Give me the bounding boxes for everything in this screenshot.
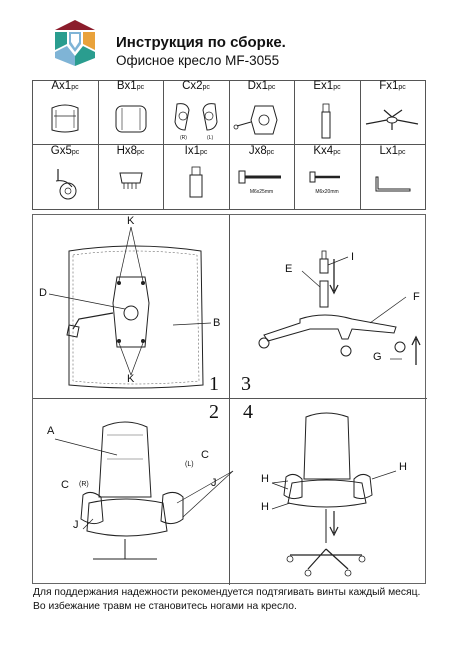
step1-callout-k-bottom: K xyxy=(127,373,135,385)
part-label-h: Hx8pc xyxy=(116,145,145,157)
part-cell-e: Ex1pc xyxy=(294,80,360,144)
part-label-j: Jx8pc xyxy=(248,145,275,157)
part-cell-b: Bx1pc xyxy=(98,80,163,144)
part-cell-d: Dx1pc xyxy=(229,80,294,144)
part-label-g: Gx5pc xyxy=(50,145,80,157)
seat-icon xyxy=(115,105,147,133)
armrest-left-label: (L) xyxy=(207,135,214,141)
step3-callout-f: F xyxy=(413,291,420,303)
armrest-right-label: (R) xyxy=(180,135,187,141)
part-cell-j: Jx8pc M6x25mm xyxy=(229,145,294,209)
gas-cover-icon xyxy=(189,166,203,198)
step3-number: 3 xyxy=(241,373,251,395)
step3-diagram xyxy=(258,250,421,365)
step3-callout-g: G xyxy=(373,351,382,363)
caster-icon xyxy=(55,169,77,200)
step1-callout-k-top: K xyxy=(127,215,135,227)
part-label-c: Cx2pc xyxy=(182,80,210,92)
mechanism-icon xyxy=(233,105,278,135)
step4-number: 4 xyxy=(243,401,253,423)
part-label-i: Ix1pc xyxy=(184,145,208,157)
note-line-1: Для поддержания надежности рекомендуется… xyxy=(33,587,421,598)
step1-number: 1 xyxy=(209,373,219,395)
part-label-e: Ex1pc xyxy=(313,80,341,92)
cap-icon xyxy=(119,172,143,189)
assembly-steps: K D B K 1 E I F G 3 A C (R) (L) xyxy=(32,214,427,585)
part-cell-h: Hx8pc xyxy=(98,145,163,209)
step2-callout-j-left: J xyxy=(73,519,79,531)
gas-lift-icon xyxy=(321,103,331,139)
step3-callout-e: E xyxy=(285,263,293,275)
step2-callout-j-right: J xyxy=(211,477,217,489)
step3-callout-i: I xyxy=(351,251,355,263)
part-cell-f: Fx1pc xyxy=(360,80,425,144)
part-cell-l: Lx1pc xyxy=(360,145,425,209)
armrests-icon xyxy=(174,103,218,131)
brand-logo xyxy=(55,20,95,66)
hex-key-icon xyxy=(375,176,411,192)
step2-diagram xyxy=(54,421,234,560)
part-label-d: Dx1pc xyxy=(247,80,276,92)
step2-callout-c-right: C xyxy=(61,479,69,491)
maintenance-notes: Для поддержания надежности рекомендуется… xyxy=(33,586,420,613)
note-line-2: Во избежание травм не становитесь ногами… xyxy=(33,600,297,612)
part-label-b: Bx1pc xyxy=(116,80,145,92)
step4-callout-h-lower: H xyxy=(261,501,269,513)
part-cell-g: Gx5pc xyxy=(32,145,98,209)
step1-callout-d: D xyxy=(39,287,47,299)
step2-callout-r: (R) xyxy=(79,481,89,488)
bolt-short-size: M6x20mm xyxy=(315,189,339,195)
part-label-f: Fx1pc xyxy=(379,80,406,92)
part-cell-i: Ix1pc xyxy=(163,145,229,209)
base-icon xyxy=(365,109,419,130)
bolt-long-size: M6x25mm xyxy=(249,189,274,195)
step1-diagram xyxy=(48,226,212,389)
bolt-long-icon xyxy=(238,170,281,184)
step2-callout-a: A xyxy=(47,425,55,437)
backrest-icon xyxy=(51,104,79,133)
step4-callout-h-upper: H xyxy=(261,473,269,485)
parts-table: Ax1pc Bx1pc Cx2pc (R) (L) Dx1pc xyxy=(32,80,426,210)
page-subtitle: Офисное кресло MF-3055 xyxy=(116,53,280,68)
part-label-l: Lx1pc xyxy=(379,145,406,157)
part-cell-c: Cx2pc (R) (L) xyxy=(163,80,229,144)
part-label-k: Kx4pc xyxy=(313,145,341,157)
step2-callout-l: (L) xyxy=(185,461,194,468)
page-title: Инструкция по сборке. xyxy=(116,34,286,51)
step2-number: 2 xyxy=(209,401,219,423)
part-label-a: Ax1pc xyxy=(51,80,79,92)
part-cell-a: Ax1pc xyxy=(32,80,98,144)
step2-callout-c-left: C xyxy=(201,449,209,461)
step4-callout-h-right: H xyxy=(399,461,407,473)
bolt-short-icon xyxy=(309,171,340,183)
step1-callout-b: B xyxy=(213,317,221,329)
part-cell-k: Kx4pc M6x20mm xyxy=(294,145,360,209)
step4-diagram xyxy=(271,412,397,577)
